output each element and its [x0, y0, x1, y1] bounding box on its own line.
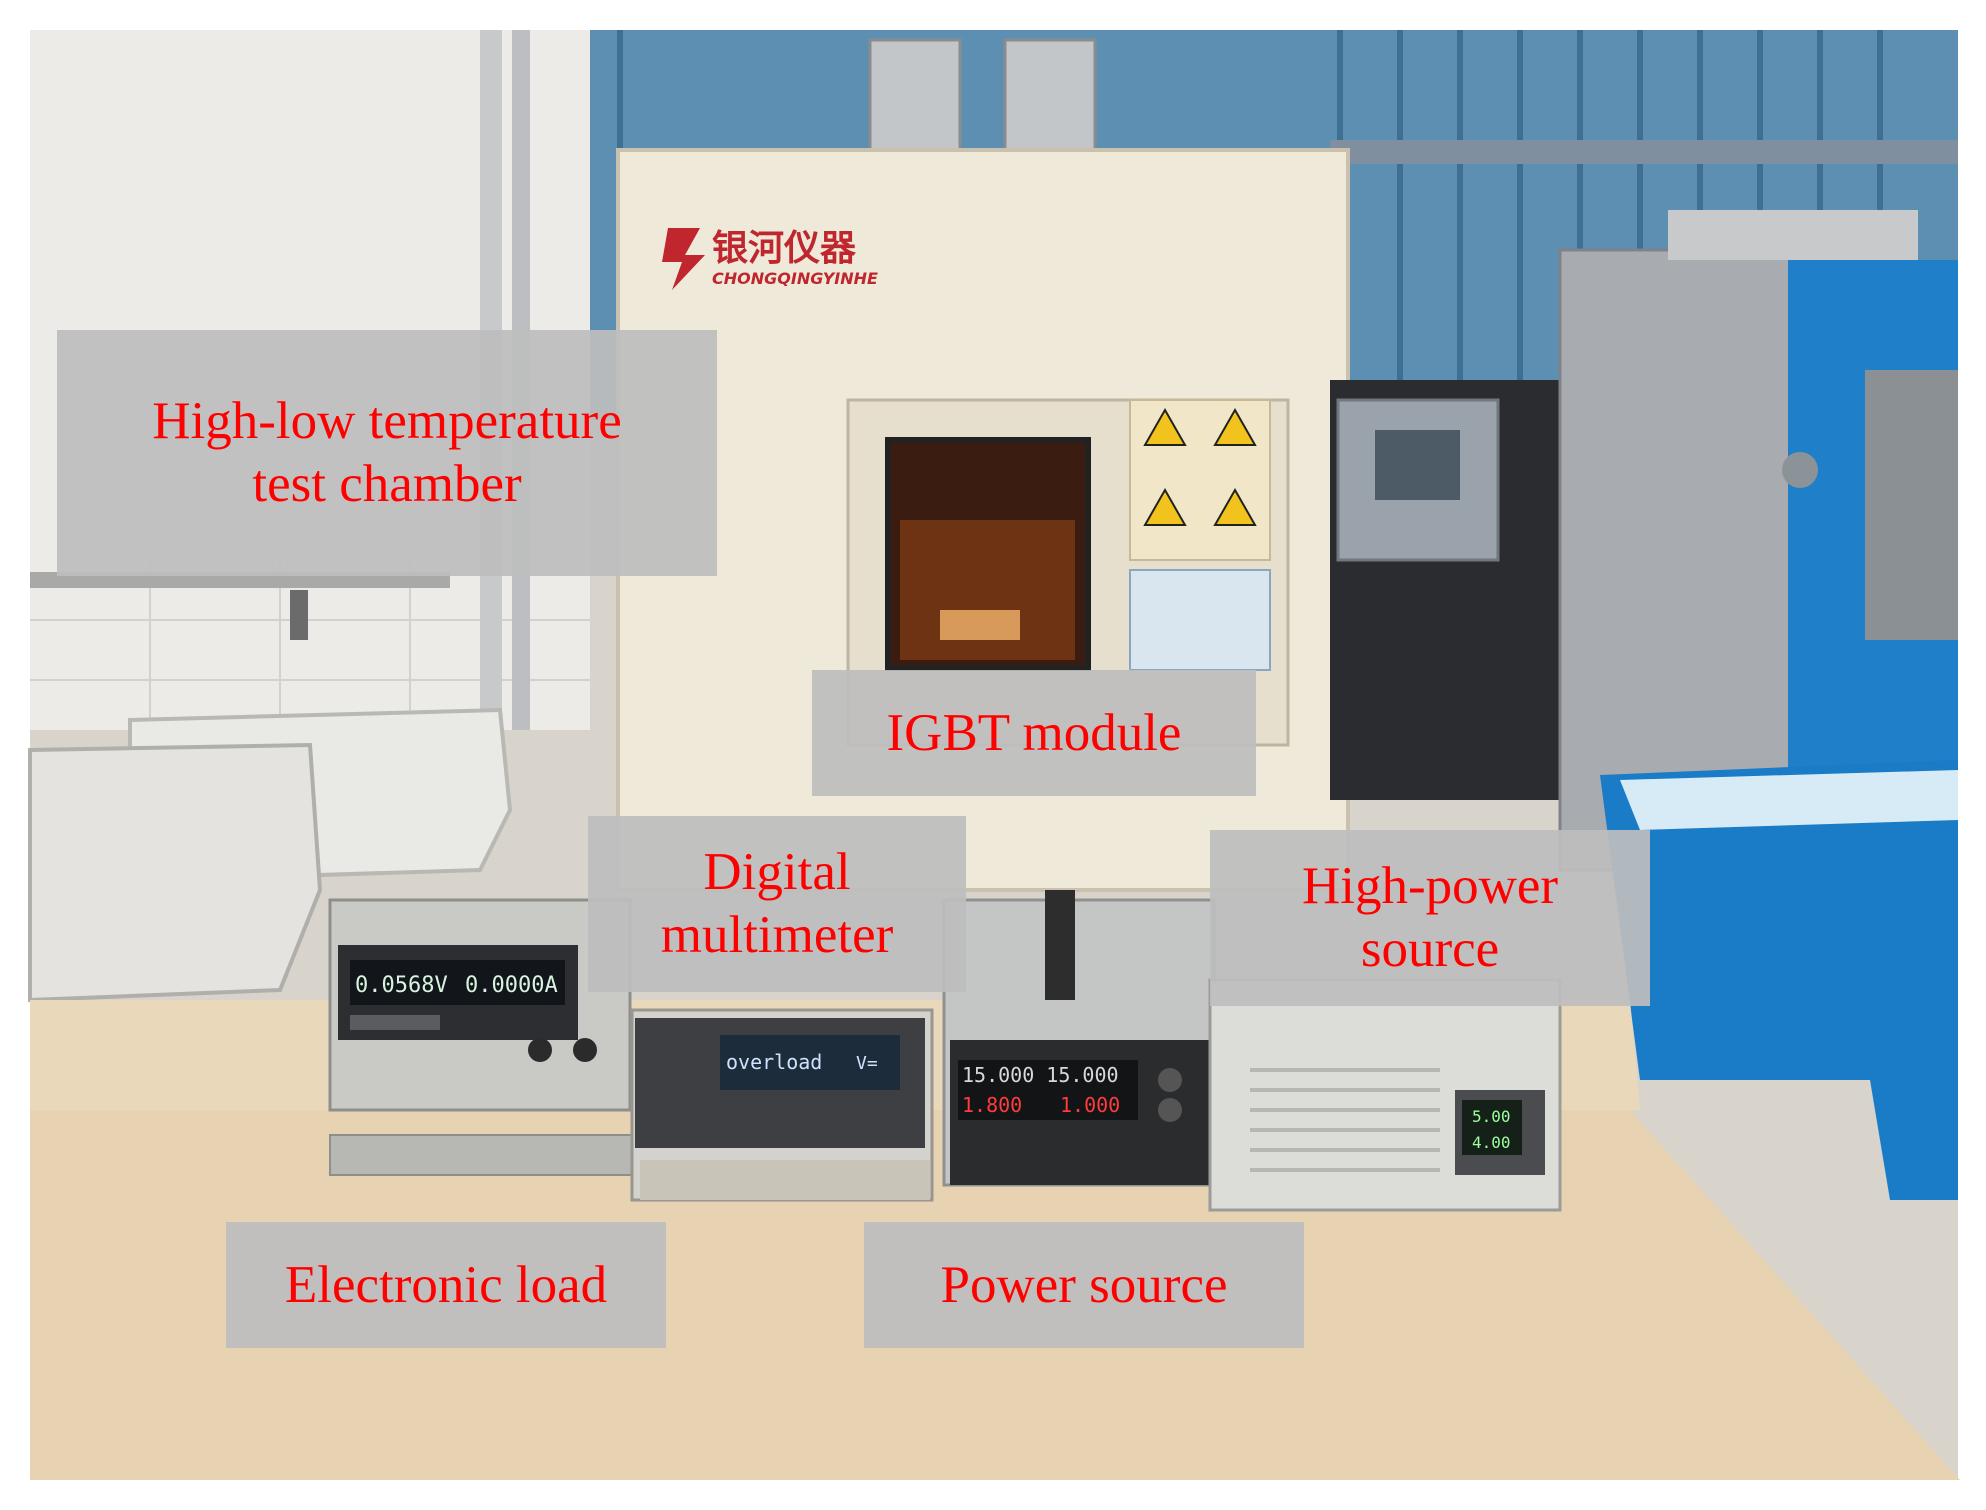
label-temperature-chamber-line1: High-low temperature	[152, 392, 622, 451]
label-high-power-line2: source	[1360, 920, 1500, 978]
label-temperature-chamber: High-low temperature test chamber	[57, 330, 717, 576]
chamber-brand-cn: 银河仪器	[712, 228, 857, 269]
chamber-motor	[1003, 38, 1097, 162]
label-power-source: Power source	[864, 1222, 1304, 1348]
cabinet-top-device	[1668, 210, 1918, 260]
multimeter-screen	[720, 1035, 900, 1090]
blue-machine	[1600, 760, 1958, 1200]
electronic-load-handle	[329, 1134, 641, 1176]
window-frame	[1330, 140, 1958, 164]
label-electronic-load: Electronic load	[226, 1222, 666, 1348]
label-multimeter-line1: Digital	[703, 843, 851, 902]
notice-panel	[1129, 569, 1271, 671]
multimeter-display-text: overload	[726, 1050, 822, 1074]
multimeter-display-unit: V=	[856, 1053, 878, 1074]
label-high-power-line1: High-power	[1301, 857, 1559, 916]
high-power-vents	[1250, 1068, 1440, 1172]
warning-signs-panel	[1129, 399, 1271, 561]
label-igbt-module: IGBT module	[812, 670, 1256, 796]
faucet	[290, 590, 308, 640]
terminal-knob	[528, 1038, 552, 1062]
warning-triangle-icon	[1213, 487, 1257, 526]
terminal-knob	[573, 1038, 597, 1062]
igbt-module-shape	[940, 610, 1020, 640]
high-power-screen	[1462, 1100, 1522, 1155]
power-source-knob	[1158, 1068, 1182, 1092]
chamber-motor	[868, 38, 962, 162]
blue-cabinet-window	[1865, 370, 1958, 640]
blue-cabinet-port	[1782, 452, 1818, 488]
power-source-screen-bottom	[958, 1090, 1138, 1120]
electronic-load-voltage: 0.0568V	[355, 973, 448, 998]
label-temperature-chamber-line2: test chamber	[252, 455, 522, 513]
blue-machine-top	[1620, 770, 1958, 830]
multimeter-stand	[640, 1160, 930, 1200]
label-power-source-text: Power source	[940, 1255, 1228, 1314]
power-source-display-top: 15.000 15.000	[962, 1063, 1119, 1087]
warning-triangle-icon	[1143, 407, 1187, 446]
power-source-display-right: 1.000	[1060, 1093, 1120, 1117]
power-source-display-left: 1.800	[962, 1093, 1022, 1117]
chamber-logo-icon	[662, 228, 705, 290]
label-electronic-load-text: Electronic load	[284, 1255, 608, 1314]
touch-panel-screen	[1375, 430, 1460, 500]
electronic-load-screen	[350, 960, 565, 1005]
label-igbt-module-text: IGBT module	[886, 703, 1182, 762]
power-source-handle	[1045, 890, 1075, 1000]
grey-cabinet	[1558, 248, 1812, 872]
sink-front	[28, 742, 323, 1003]
power-source-screen-top	[958, 1060, 1138, 1090]
warning-triangle-icon	[1213, 407, 1257, 446]
high-power-display-bottom: 4.00	[1472, 1133, 1511, 1152]
label-digital-multimeter: Digital multimeter	[588, 816, 966, 992]
high-power-display-top: 5.00	[1472, 1107, 1511, 1126]
chamber-brand-en: CHONGQINGYINHE	[712, 269, 878, 288]
label-multimeter-line2: multimeter	[660, 906, 894, 964]
electronic-load-keypad	[350, 1015, 440, 1030]
label-high-power-source: High-power source	[1210, 830, 1650, 1006]
warning-triangle-icon	[1143, 487, 1187, 526]
wall-pipe-horizontal	[30, 572, 450, 588]
electronic-load-current: 0.0000A	[465, 973, 558, 998]
power-source-knob	[1158, 1098, 1182, 1122]
